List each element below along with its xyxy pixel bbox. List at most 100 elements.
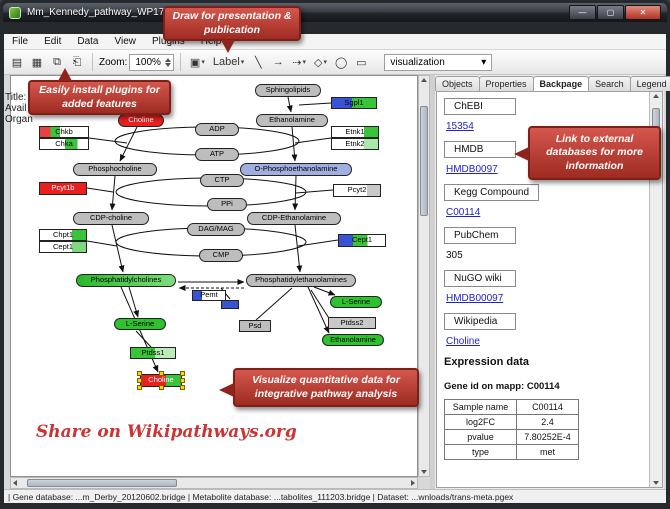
pathway-node-ppi[interactable]: PPi <box>207 197 247 211</box>
minimize-button[interactable]: — <box>569 5 596 20</box>
tab-legend[interactable]: Legend <box>629 76 670 91</box>
line-type-button[interactable]: ⇢▾ <box>289 53 309 71</box>
chevron-down-icon: ▾ <box>240 59 245 66</box>
pathway-node-dag-mag[interactable]: DAG/MAG <box>187 222 245 236</box>
pathway-node-ethanolamine[interactable]: Ethanolamine <box>322 334 384 346</box>
pathway-node-sphingolipids[interactable]: Sphingolipids <box>255 83 321 97</box>
spinner-down-icon[interactable] <box>164 62 171 67</box>
menu-item-view[interactable]: View <box>114 36 136 47</box>
pathway-node-cdp-choline[interactable]: CDP-choline <box>73 211 149 225</box>
selection-handle[interactable] <box>137 378 142 383</box>
pathway-node-cept1[interactable]: Cept1 <box>39 241 87 253</box>
pathway-node-chpt1[interactable]: Chpt1 <box>39 229 87 241</box>
pathway-node-ptdss1[interactable]: Ptdss1 <box>130 347 176 359</box>
pathway-node-phosphatidylethanolamines[interactable]: Phosphatidylethanolamines <box>246 273 356 287</box>
pathway-node-chka[interactable]: Chka <box>39 138 89 150</box>
pathway-node-pcyt2[interactable]: Pcyt2 <box>333 183 381 197</box>
title-bar: Mm_Kennedy_pathway_WP1771_45176.gp... —▢… <box>3 3 667 22</box>
maximize-button[interactable]: ▢ <box>597 5 624 20</box>
callout-pointer-icon <box>514 147 529 161</box>
pathway-node-cept1[interactable]: Cept1 <box>338 233 386 247</box>
pathway-node-cdp-ethanolamine[interactable]: CDP-Ethanolamine <box>247 211 341 225</box>
arrow-tool-button[interactable]: → <box>269 53 287 71</box>
zoom-spinner[interactable] <box>164 57 171 67</box>
pathway-node-l-serine[interactable]: L-Serine <box>114 318 166 330</box>
pathway-node-l-serine[interactable]: L-Serine <box>330 296 382 308</box>
external-link-15354[interactable]: 15354 <box>446 121 474 132</box>
close-button[interactable]: ✕ <box>625 5 661 20</box>
scroll-up-icon[interactable] <box>653 94 659 98</box>
pathway-node-ethanolamine[interactable]: Ethanolamine <box>256 113 328 127</box>
ellipse-tool-button[interactable]: ◯ <box>332 53 350 71</box>
pathway-node-pemt[interactable]: Pemt <box>192 289 226 301</box>
tab-backpage[interactable]: Backpage <box>532 76 590 91</box>
horizontal-scroll-thumb[interactable] <box>27 479 177 487</box>
pathway-node-etnk2[interactable]: Etnk2 <box>331 138 379 150</box>
scroll-down-icon[interactable] <box>653 481 659 485</box>
scroll-down-icon[interactable] <box>421 470 427 474</box>
table-cell: C00114 <box>516 399 579 415</box>
menu-item-data[interactable]: Data <box>77 36 99 47</box>
selection-handle[interactable] <box>180 384 185 390</box>
zoom-combobox[interactable]: 100% <box>129 53 174 71</box>
tab-objects[interactable]: Objects <box>435 76 480 91</box>
property-label-avail: Avail <box>5 103 27 114</box>
pathway-node-ctp[interactable]: CTP <box>200 173 244 187</box>
selection-handle[interactable] <box>159 370 164 376</box>
panel-scrollbar[interactable] <box>649 92 662 487</box>
shape-type-button[interactable]: ◇▾ <box>311 53 330 71</box>
canvas-vertical-scrollbar[interactable] <box>418 75 430 477</box>
copy-button[interactable]: ⧉ <box>53 55 61 68</box>
datanode-tool-button-icon: ▣ <box>189 56 201 69</box>
selection-handle[interactable] <box>137 370 142 376</box>
pathway-node-psd[interactable]: Psd <box>239 320 271 332</box>
menu-item-plugins[interactable]: Plugins <box>151 36 185 47</box>
pathway-node-sgpl1[interactable]: Sgpl1 <box>331 97 377 109</box>
pathway-node-adp[interactable]: ADP <box>195 122 239 136</box>
menu-item-help[interactable]: Help <box>200 36 222 47</box>
pathway-node-cmp[interactable]: CMP <box>199 248 243 262</box>
rect-tool-button[interactable]: ▭ <box>352 53 370 71</box>
scroll-right-icon[interactable] <box>411 480 415 486</box>
menu-item-file[interactable]: File <box>12 36 29 47</box>
spinner-up-icon[interactable] <box>164 57 171 62</box>
menu-item-edit[interactable]: Edit <box>44 36 62 47</box>
tab-properties[interactable]: Properties <box>478 76 534 91</box>
pathway-node-phosphocholine[interactable]: Phosphocholine <box>73 162 157 176</box>
scroll-left-icon[interactable] <box>13 480 17 486</box>
tab-search[interactable]: Search <box>588 76 631 91</box>
pathway-node-ptdss2[interactable]: Ptdss2 <box>328 317 376 329</box>
line-tool-button[interactable]: ╲ <box>249 53 267 71</box>
selection-handle[interactable] <box>159 384 164 390</box>
visualization-combobox[interactable]: visualization ▾ <box>384 53 493 71</box>
pathway-node-choline[interactable]: Choline <box>118 113 164 127</box>
pathway-node-o-phosphoethanolamine[interactable]: O-Phosphoethanolamine <box>240 162 352 176</box>
paste-button[interactable]: ⎗ <box>72 55 82 68</box>
datanode-tool-button[interactable]: ▣▾ <box>187 53 208 71</box>
callout-pointer-icon <box>221 40 236 53</box>
scroll-up-icon[interactable] <box>421 78 427 82</box>
panel-splitter[interactable] <box>430 75 435 489</box>
save-button[interactable]: ▦ <box>31 56 43 69</box>
pathway-node-chkb[interactable]: Chkb <box>39 126 89 138</box>
new-file-button[interactable]: ▤ <box>11 56 23 69</box>
pathway-node-phosphatidylcholines[interactable]: Phosphatidylcholines <box>76 273 176 287</box>
menu-bar: File Edit Data View Plugins Help <box>4 34 666 50</box>
vertical-scroll-thumb[interactable] <box>420 106 428 216</box>
pathway-node-unlabeled[interactable] <box>221 299 239 309</box>
external-link-choline[interactable]: Choline <box>446 336 480 347</box>
external-link-c00114[interactable]: C00114 <box>446 207 481 218</box>
selection-handle[interactable] <box>180 370 185 376</box>
pathway-node-etnk1[interactable]: Etnk1 <box>331 126 379 138</box>
canvas-horizontal-scrollbar[interactable] <box>10 477 418 489</box>
external-link-hmdb0097[interactable]: HMDB0097 <box>446 164 498 175</box>
pathway-node-choline[interactable]: Choline <box>137 370 185 390</box>
pathway-node-atp[interactable]: ATP <box>195 147 239 161</box>
external-link-hmdb00097[interactable]: HMDB00097 <box>446 293 504 304</box>
selection-handle[interactable] <box>180 378 185 383</box>
pathway-node-pcyt1b[interactable]: Pcyt1b <box>39 181 87 195</box>
selection-handle[interactable] <box>137 384 142 390</box>
label-tool-button[interactable]: Label▾ <box>210 53 247 71</box>
